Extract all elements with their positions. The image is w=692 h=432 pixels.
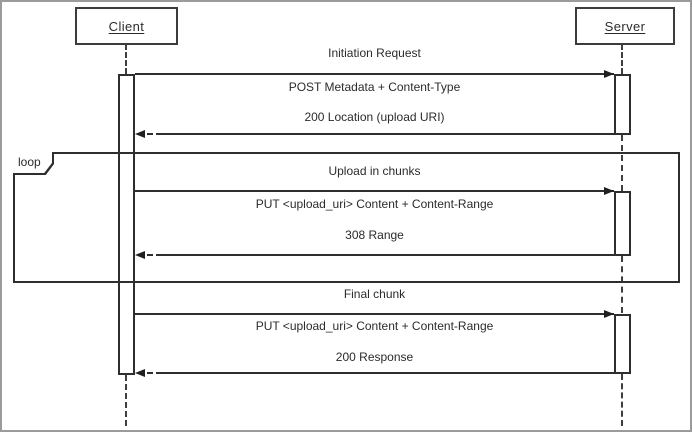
loop-operator-label: loop: [13, 152, 52, 173]
client-activation-bar: [118, 74, 135, 375]
server-lifeline-segment: [621, 135, 623, 191]
arrowhead-left-icon: [135, 369, 145, 377]
response-message-line: [156, 133, 614, 135]
client-lifeline-segment: [125, 44, 127, 74]
section-title: Upload in chunks: [328, 164, 421, 178]
request-message-line: [135, 190, 614, 192]
server-activation-bar: [614, 191, 631, 256]
server-lifeline-segment: [621, 44, 623, 74]
actor-label-server: Server: [604, 18, 646, 34]
response-message-line-dash: [147, 372, 153, 374]
client-lifeline-segment: [125, 375, 127, 426]
request-message-line: [135, 313, 614, 315]
arrowhead-left-icon: [135, 251, 145, 259]
arrowhead-right-icon: [604, 70, 614, 78]
response-message-label: 200 Response: [335, 350, 414, 364]
response-message-line-dash: [147, 254, 153, 256]
request-message-label: PUT <upload_uri> Content + Content-Range: [255, 319, 494, 333]
server-activation-bar: [614, 314, 631, 374]
arrowhead-left-icon: [135, 130, 145, 138]
section-title: Final chunk: [343, 287, 406, 301]
response-message-line: [156, 254, 614, 256]
actor-box-client: Client: [75, 7, 178, 45]
response-message-line-dash: [147, 133, 153, 135]
request-message-label: POST Metadata + Content-Type: [288, 80, 461, 94]
server-activation-bar: [614, 74, 631, 135]
request-message-line: [135, 73, 614, 75]
loop-operator-tag: loop: [13, 152, 54, 175]
response-message-label: 200 Location (upload URI): [304, 110, 445, 124]
response-message-line: [156, 372, 614, 374]
actor-label-client: Client: [108, 18, 145, 34]
server-lifeline-segment: [621, 256, 623, 313]
arrowhead-right-icon: [604, 187, 614, 195]
arrowhead-right-icon: [604, 310, 614, 318]
request-message-label: PUT <upload_uri> Content + Content-Range: [255, 197, 494, 211]
server-lifeline-segment: [621, 374, 623, 426]
response-message-label: 308 Range: [345, 228, 404, 242]
actor-box-server: Server: [575, 7, 675, 45]
section-title: Initiation Request: [328, 46, 421, 60]
